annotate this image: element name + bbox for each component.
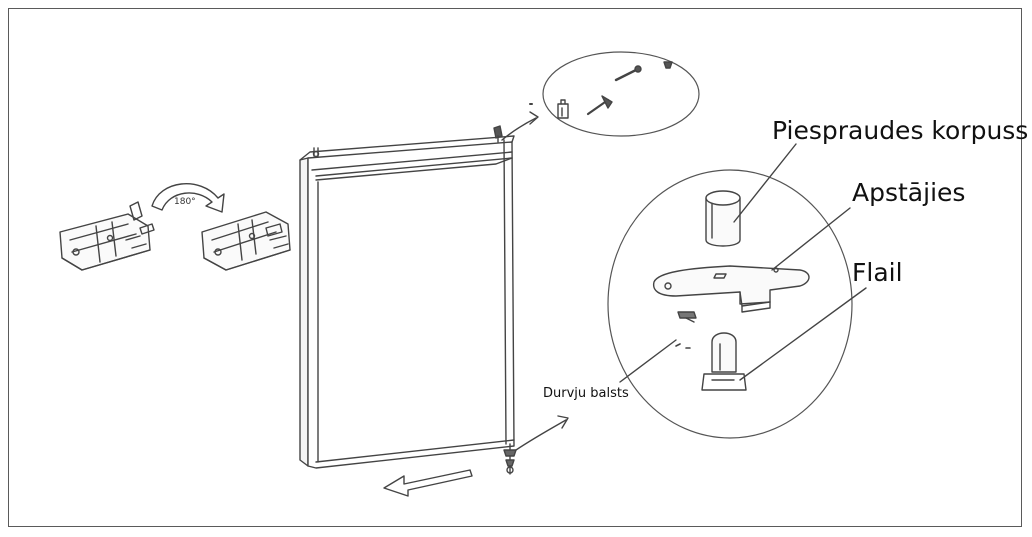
rotation-label: 180°	[174, 197, 196, 207]
leader-stopper	[771, 207, 851, 271]
pin-cap-icon	[557, 99, 569, 119]
flail-label: Flail	[852, 258, 903, 287]
small-screw-icon	[677, 311, 697, 323]
door-support-label: Durvju balsts	[543, 386, 629, 401]
top-callout-arrow	[501, 117, 537, 141]
bottom-pin-icon	[503, 443, 517, 475]
rotate-180-arrow-icon	[151, 183, 225, 213]
top-callout-arrow-head	[529, 111, 539, 125]
top-detail-ellipse	[529, 51, 700, 137]
door-panel-icon	[299, 135, 515, 469]
leader-housing	[733, 143, 797, 223]
bolt-icon	[614, 65, 642, 82]
housing-label: Piespraudes korpuss	[772, 116, 1029, 145]
diagram-frame	[8, 8, 1022, 527]
top-pin-icon	[493, 125, 503, 143]
nut-icon	[663, 61, 673, 69]
bottom-callout-arrow-head	[557, 415, 569, 429]
leader-door-support	[619, 339, 677, 383]
stopper-label: Apstājies	[852, 178, 966, 207]
hinge-before-icon	[59, 201, 155, 271]
hinge-after-icon	[201, 211, 291, 271]
stopper-plate-icon	[652, 265, 810, 313]
leader-flail	[739, 287, 867, 381]
flail-pin-icon	[701, 332, 747, 391]
hinge-detail-circle	[607, 169, 853, 439]
screw-icon	[586, 95, 613, 116]
bottom-callout-arrow	[515, 419, 567, 451]
pin-housing-icon	[705, 190, 741, 247]
washer-icon	[675, 343, 681, 347]
move-left-arrow-icon	[383, 469, 473, 497]
